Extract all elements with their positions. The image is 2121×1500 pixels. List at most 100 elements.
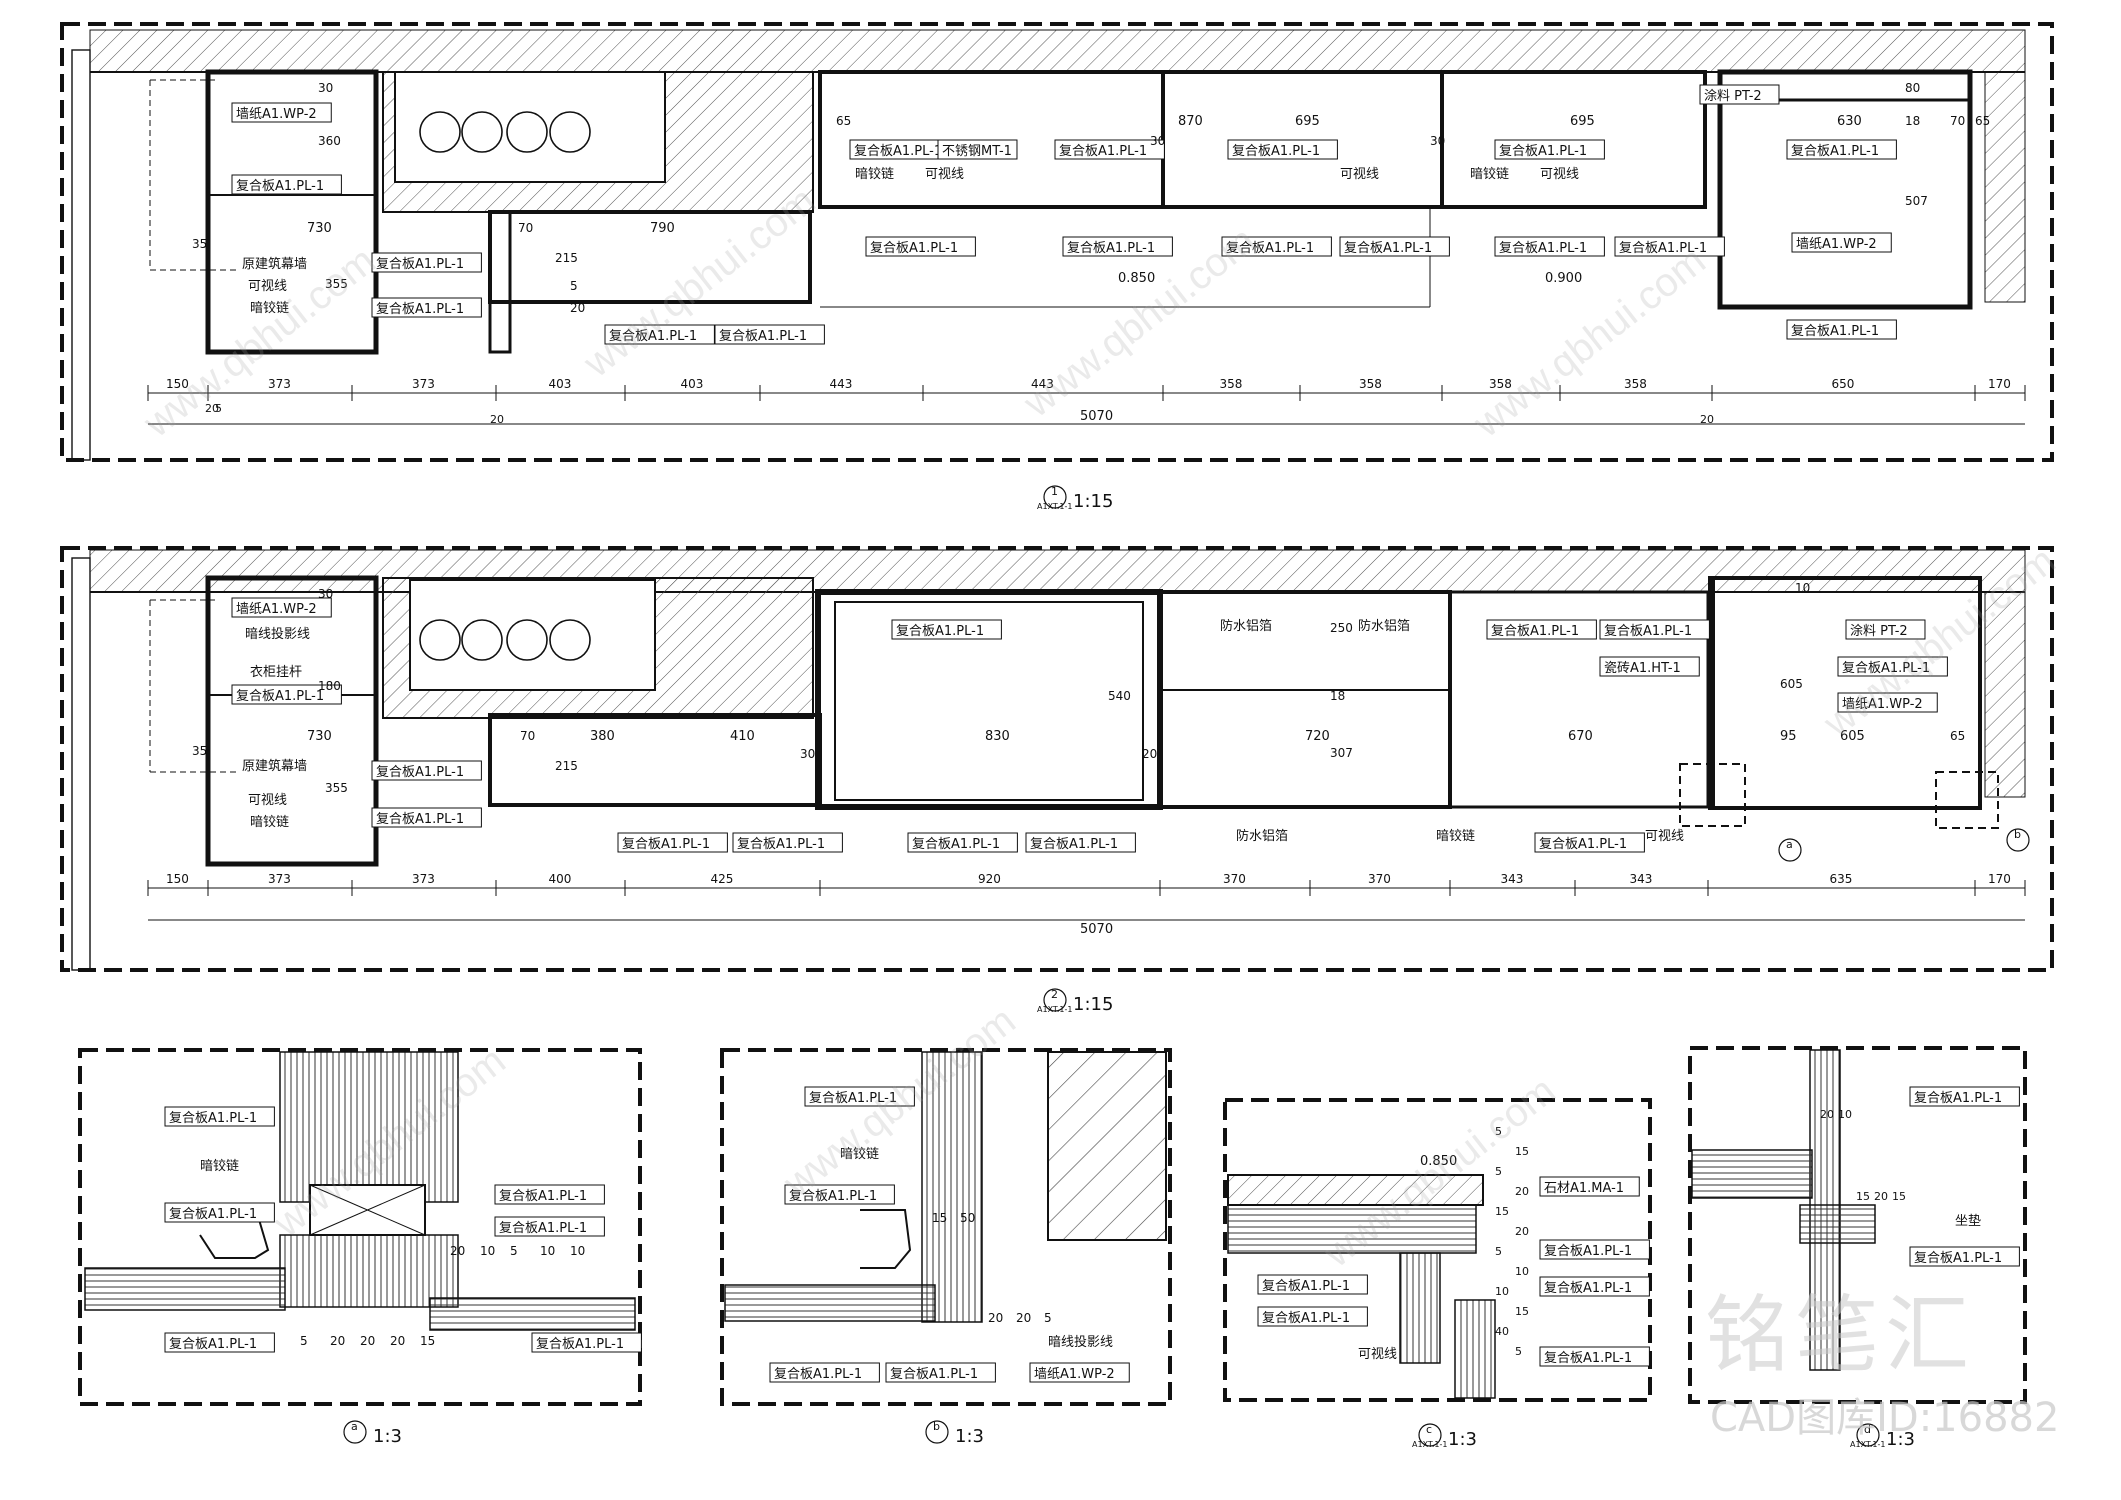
- detail-frame: [1223, 1098, 1652, 1402]
- material-tag-label: 复合板A1.PL-1: [1226, 241, 1314, 256]
- dimension-text: 720: [1305, 729, 1330, 744]
- callout-circle: [343, 1420, 367, 1444]
- note-label: 防水铝箔: [1220, 618, 1272, 634]
- dimension-text: 10: [1795, 581, 1810, 595]
- drawing-scale: 1:3: [1448, 1429, 1477, 1450]
- material-tag-label: 复合板A1.PL-1: [236, 689, 324, 704]
- callout-reference: A1XT.1-1: [1037, 1005, 1072, 1014]
- note-label: 暗铰链: [250, 815, 289, 830]
- dimension-text: 635: [1830, 872, 1853, 886]
- lighting-circle: [549, 111, 591, 153]
- material-tag-label: 复合板A1.PL-1: [809, 1091, 897, 1106]
- material-tag-box: [371, 252, 482, 273]
- material-tag-label: 墙纸A1.WP-2: [236, 602, 317, 617]
- material-tag-label: 涂料 PT-2: [1850, 623, 1908, 639]
- dimension-text: 5: [510, 1244, 518, 1258]
- floor-stripes: [1691, 1149, 1813, 1199]
- material-tag-label: 复合板A1.PL-1: [499, 1221, 587, 1236]
- material-tag-label: 复合板A1.PL-1: [1030, 837, 1118, 852]
- note-label: 暗线投影线: [245, 626, 310, 642]
- drawing-scale: 1:15: [1073, 491, 1113, 512]
- dimension-text: 358: [1624, 377, 1647, 391]
- drawing-geometry: [60, 22, 2054, 1436]
- material-tag-label: 瓷砖A1.HT-1: [1604, 661, 1681, 676]
- dimension-text: 5: [1495, 1245, 1502, 1258]
- material-tag-box: [1257, 1306, 1368, 1327]
- material-tag-label: 复合板A1.PL-1: [1842, 661, 1930, 676]
- dimension-text: 10: [570, 1244, 585, 1258]
- material-tag-label: 复合板A1.PL-1: [737, 837, 825, 852]
- material-tag-box: [231, 597, 332, 618]
- material-tag-label: 复合板A1.PL-1: [719, 329, 807, 344]
- material-tag-box: [531, 1332, 642, 1353]
- dimension-text: 410: [730, 729, 755, 744]
- material-tag-box: [1494, 236, 1605, 257]
- note-label: 暗铰链: [250, 301, 289, 316]
- dimension-text: 400: [549, 872, 572, 886]
- callout-reference: A1XT.1-1: [1412, 1440, 1447, 1449]
- dimension-text: 830: [985, 729, 1010, 744]
- dimension-text: 215: [555, 759, 578, 773]
- material-tag-box: [1486, 619, 1597, 640]
- note-label: 可视线: [1358, 1347, 1397, 1362]
- material-tag-label: 复合板A1.PL-1: [1491, 624, 1579, 639]
- material-tag-label: 复合板A1.PL-1: [1262, 1279, 1350, 1294]
- note-label: 暗铰链: [855, 167, 894, 182]
- dimension-text: 343: [1630, 872, 1653, 886]
- material-tag-label: 复合板A1.PL-1: [854, 144, 942, 159]
- callout-reference: A1XT.1-1: [1037, 502, 1072, 511]
- dimension-text: 150: [166, 377, 189, 391]
- dimension-text: 20: [570, 301, 585, 315]
- note-label: 衣柜挂杆: [250, 664, 302, 680]
- material-tag-label: 复合板A1.PL-1: [1791, 324, 1879, 339]
- material-tag-label: 复合板A1.PL-1: [1262, 1311, 1350, 1326]
- material-tag-box: [885, 1362, 996, 1383]
- panel-stripes: [921, 1051, 983, 1323]
- dimension-text: 15: [420, 1334, 435, 1348]
- material-tag-label: 复合板A1.PL-1: [376, 765, 464, 780]
- leader-dot: [205, 187, 211, 193]
- dimension-text: 5: [1495, 1165, 1502, 1178]
- dimension-text: 695: [1295, 114, 1320, 129]
- dimension-text: 18: [1330, 689, 1345, 703]
- dimension-text: 10: [1495, 1285, 1509, 1298]
- dimension-text: 5: [570, 279, 578, 293]
- lighting-circle: [419, 111, 461, 153]
- wall-hatch: [1047, 1051, 1167, 1241]
- material-tag-box: [1494, 139, 1605, 160]
- material-tag-box: [1257, 1274, 1368, 1295]
- material-tag-label: 复合板A1.PL-1: [169, 1337, 257, 1352]
- material-tag-box: [1837, 656, 1948, 677]
- leader-dot: [205, 117, 211, 123]
- material-tag-box: [1025, 832, 1136, 853]
- dimension-text: 507: [1905, 194, 1928, 208]
- dimension-text: 443: [830, 377, 853, 391]
- lighting-circle: [419, 619, 461, 661]
- rect: [834, 601, 1144, 801]
- callout-number: d: [1864, 1423, 1871, 1436]
- material-tag-label: 复合板A1.PL-1: [1232, 144, 1320, 159]
- material-tag-box: [164, 1106, 275, 1127]
- material-tag-box: [371, 297, 482, 318]
- dimension-text: 65: [836, 114, 851, 128]
- callout-number: a: [1786, 838, 1793, 851]
- material-tag-box: [604, 324, 715, 345]
- material-tag-box: [231, 102, 332, 123]
- dimension-text: 373: [412, 377, 435, 391]
- dimension-text: 443: [1031, 377, 1054, 391]
- detail-a-marker: [1679, 763, 1746, 827]
- material-tag-label: 复合板A1.PL-1: [912, 837, 1000, 852]
- material-tag-box: [617, 832, 728, 853]
- dimension-text: 40: [1495, 1325, 1509, 1338]
- panel-stripes: [1227, 1204, 1477, 1254]
- cabinet-upper: [818, 70, 1707, 209]
- material-tag-box: [1909, 1246, 2020, 1267]
- callout-number: 2: [1051, 988, 1058, 1001]
- floor-stripes: [724, 1284, 936, 1322]
- note-label: 暗铰链: [1470, 167, 1509, 182]
- callout-number: b: [933, 1420, 940, 1433]
- dimension-text: 650: [1832, 377, 1855, 391]
- material-tag-label: 墙纸A1.WP-2: [236, 107, 317, 122]
- dimension-text: 670: [1568, 729, 1593, 744]
